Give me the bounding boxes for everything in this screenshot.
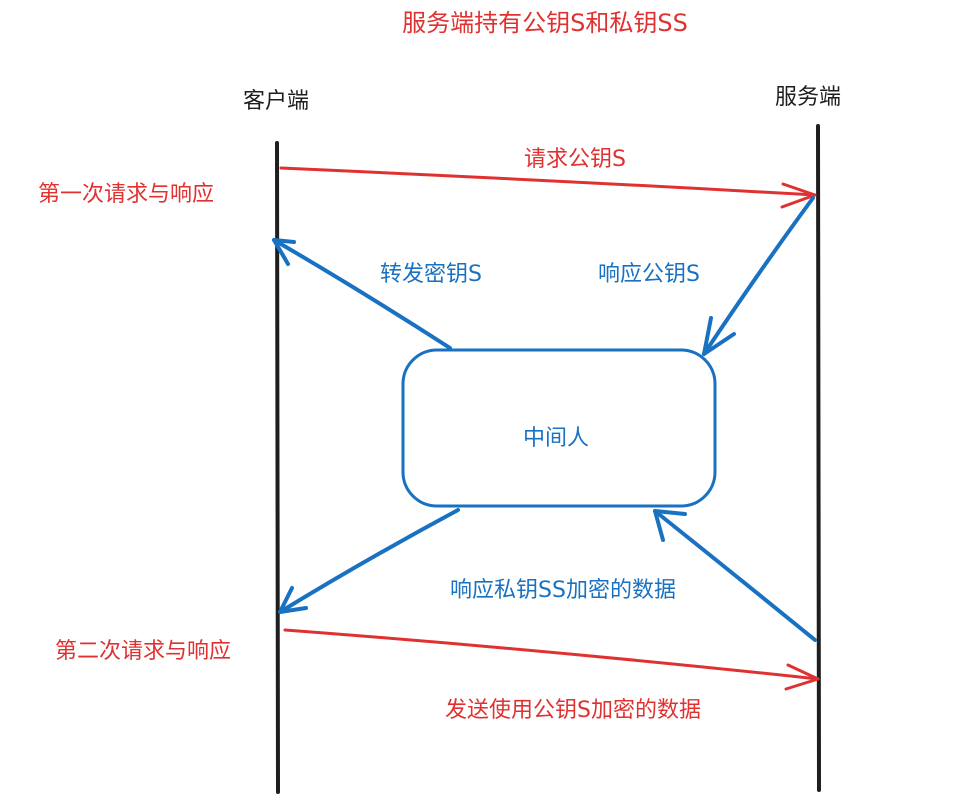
middleman-label: 中间人 [523,426,589,451]
send-encrypted-data-label: 发送使用公钥S加密的数据 [445,698,701,723]
client-label: 客户端 [243,89,309,114]
server-label: 服务端 [775,85,841,110]
forward-key-label: 转发密钥S [380,262,482,287]
respond-public-key-label: 响应公钥S [598,262,700,287]
server-lifeline [816,124,821,792]
phase-second-label: 第二次请求与响应 [55,639,231,664]
server-to-middleman-arrow [653,509,817,642]
respond-encrypted-data-label: 响应私钥SS加密的数据 [450,578,676,603]
middleman-box [401,348,717,508]
request-public-key-arrow [279,166,817,209]
respond-public-key-arrow [702,196,815,356]
client-lifeline [275,141,280,794]
middleman-to-client-arrow [278,508,460,614]
diagram-title: 服务端持有公钥S和私钥SS [402,9,688,37]
request-public-key-label: 请求公钥S [524,147,626,172]
phase-first-label: 第一次请求与响应 [38,182,214,207]
send-encrypted-data-arrow [283,628,820,691]
forward-key-arrow [272,238,452,350]
